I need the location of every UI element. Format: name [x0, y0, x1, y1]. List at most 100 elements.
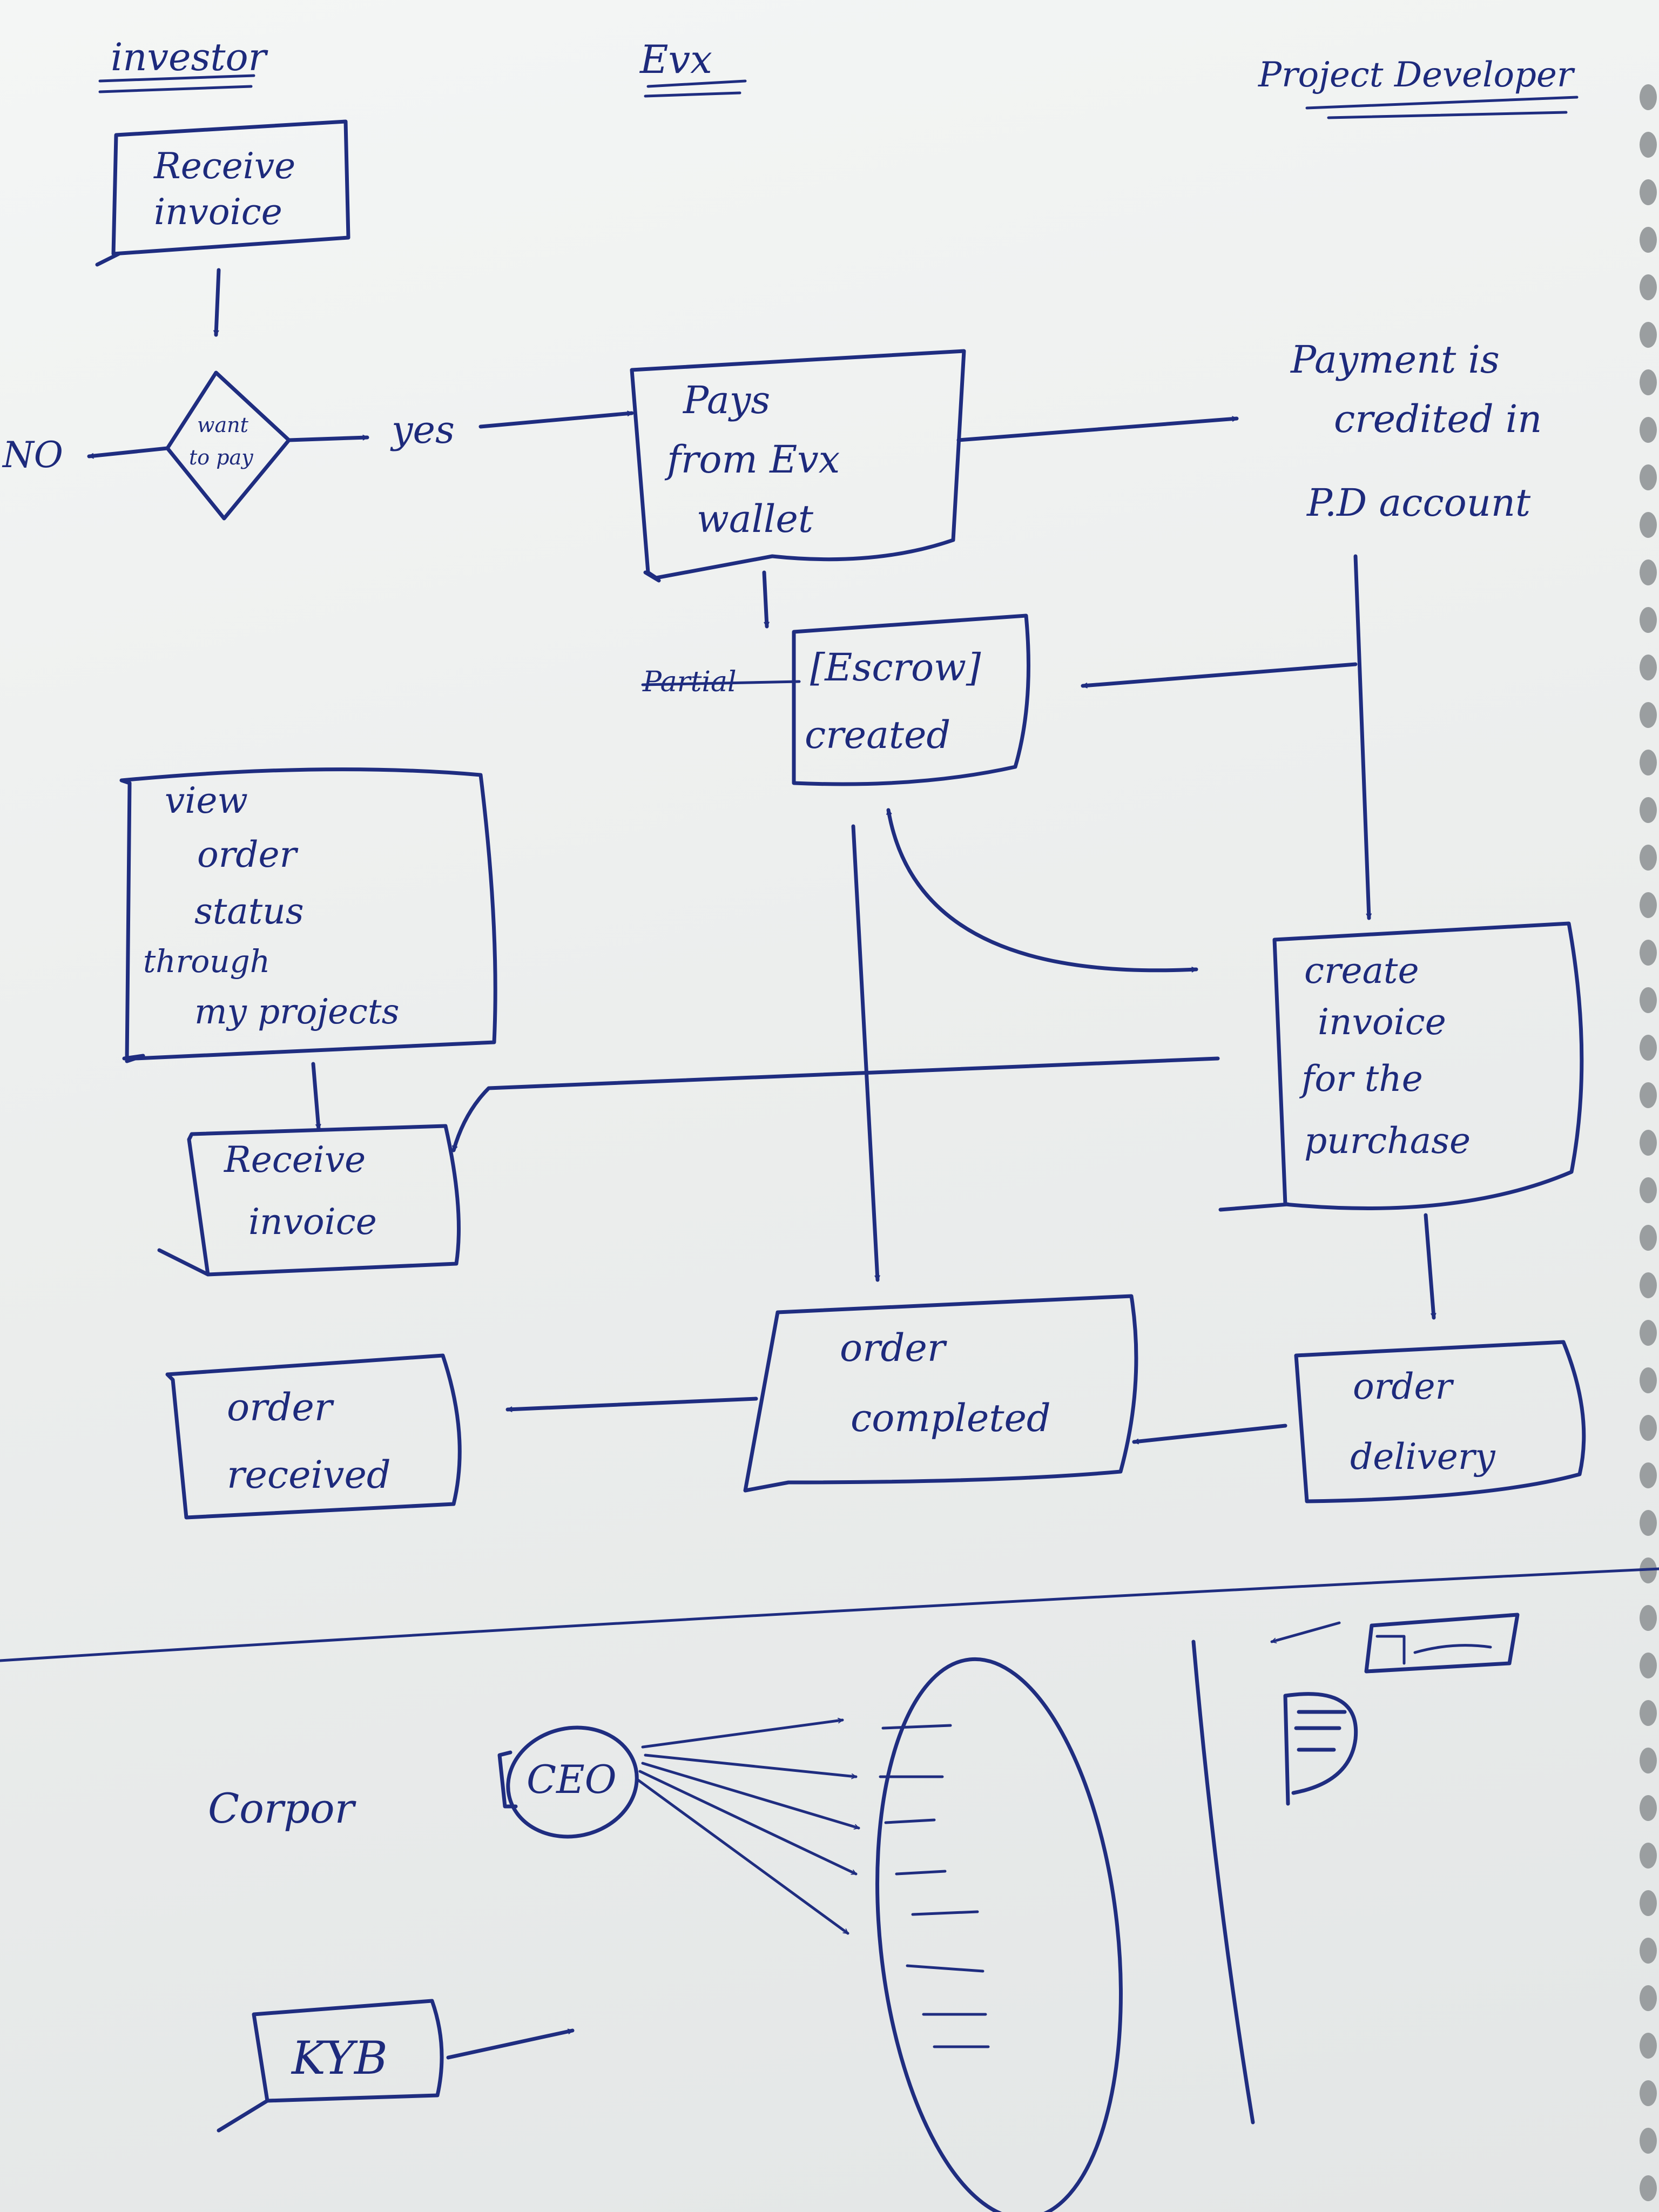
lane-project-developer: Project Developer: [1258, 55, 1579, 119]
ceo-node: CEO: [497, 1725, 639, 1839]
payment-credited-note: Payment is credited in P.D account: [1290, 338, 1542, 525]
arrow-escrow-to-completed: [851, 824, 878, 1282]
create-line1: create: [1304, 950, 1419, 992]
order-received-box: order received: [165, 1353, 462, 1520]
escrow-line2: created: [805, 713, 950, 757]
arrow-delivery-to-completed: [1132, 1424, 1287, 1442]
arrow-kyb-right: [446, 2028, 575, 2060]
spiral-hole: [1640, 1415, 1657, 1441]
spiral-hole: [1640, 322, 1657, 348]
spiral-hole: [1640, 1795, 1657, 1821]
spiral-hole: [1640, 179, 1657, 205]
lane-label-evx: Evx: [639, 37, 712, 82]
delivery-line2: delivery: [1350, 1436, 1495, 1478]
spiral-hole: [1640, 369, 1657, 395]
arrow-to-no: [87, 446, 170, 456]
label-no: NO: [2, 434, 63, 476]
receive-invoice-mid-box: Receive invoice: [157, 1124, 461, 1277]
spiral-hole: [1640, 1985, 1657, 2011]
spiral-hole: [1640, 464, 1657, 490]
spiral-hole: [1640, 845, 1657, 871]
decision-line2: to pay: [189, 446, 253, 469]
pays-line1: Pays: [682, 378, 770, 422]
delivery-line1: order: [1353, 1366, 1454, 1407]
spiral-hole: [1640, 940, 1657, 966]
arrow-credited-to-escrow: [1081, 662, 1358, 686]
escrow-line1: [Escrow]: [810, 645, 981, 690]
pays-line2: from Evx: [664, 437, 840, 482]
spiral-hole: [1640, 274, 1657, 300]
spiral-hole: [1640, 655, 1657, 680]
arrow-invoice-to-decision: [216, 268, 221, 337]
spiral-hole: [1640, 1177, 1657, 1203]
spiral-hole: [1640, 750, 1657, 775]
spiral-hole: [1640, 1938, 1657, 1964]
arrow-curve-escrow-invoice: [888, 808, 1198, 970]
completed-line1: order: [840, 1326, 947, 1370]
order-delivery-box: order delivery: [1294, 1340, 1586, 1503]
small-card-sketch: [1270, 1613, 1520, 1674]
receive-mid-line2: invoice: [248, 1201, 377, 1243]
kyb-label: KYB: [291, 2032, 388, 2085]
entities-ellipse: [875, 1657, 1123, 2212]
lower-sketch: Corpor CEO KYB: [208, 1613, 1520, 2212]
spiral-hole: [1640, 1462, 1657, 1488]
receive-invoice-top-line2: invoice: [154, 191, 282, 233]
lane-label-project-developer: Project Developer: [1258, 55, 1575, 95]
spiral-hole: [1640, 1843, 1657, 1869]
spiral-hole: [1640, 1367, 1657, 1393]
create-line4: purchase: [1304, 1120, 1471, 1162]
escrow-created-box: Partial [Escrow] created: [641, 613, 1030, 786]
spiral-hole: [1640, 702, 1657, 728]
arrow-create-to-receive: [451, 1056, 1220, 1152]
arrow-create-to-delivery: [1424, 1213, 1434, 1320]
spiral-hole: [1640, 1653, 1657, 1678]
spiral-hole: [1640, 2175, 1657, 2201]
section-divider: [0, 1567, 1659, 1662]
vertical-divider: [1191, 1640, 1255, 2125]
label-yes: yes: [390, 408, 455, 452]
spiral-hole: [1640, 1082, 1657, 1108]
spiral-hole: [1640, 1510, 1657, 1536]
spiral-hole: [1640, 132, 1657, 158]
lane-investor: investor: [98, 35, 268, 93]
arrow-pays-to-escrow: [762, 570, 767, 629]
spiral-hole: [1640, 1890, 1657, 1916]
spiral-hole: [1640, 2080, 1657, 2106]
receive-mid-line1: Receive: [224, 1139, 366, 1181]
view-line2: order: [197, 834, 299, 875]
receive-invoice-top-line1: Receive: [153, 145, 295, 187]
completed-line2: completed: [851, 1396, 1051, 1440]
spiral-hole: [1640, 559, 1657, 585]
decision-line1: want: [197, 413, 249, 437]
credited-line3: P.D account: [1306, 481, 1531, 525]
view-line3: status: [194, 891, 304, 932]
ceo-fanout-arrows: [636, 1720, 860, 1935]
credited-line2: credited in: [1334, 397, 1542, 441]
spiral-hole: [1640, 1748, 1657, 1773]
receive-invoice-top-box: Receive invoice: [95, 119, 350, 267]
spiral-hole: [1640, 797, 1657, 823]
pays-from-wallet-box: Pays from Evx wallet: [630, 349, 966, 583]
spiral-hole: [1640, 1605, 1657, 1631]
order-completed-box: order completed: [743, 1294, 1138, 1493]
arrow-to-yes: [287, 437, 369, 442]
view-line4: through: [143, 943, 270, 980]
spiral-hole: [1640, 2033, 1657, 2059]
create-line3: for the: [1299, 1058, 1423, 1100]
spiral-hole: [1640, 512, 1657, 538]
create-line2: invoice: [1318, 1001, 1446, 1043]
received-line2: received: [227, 1453, 391, 1497]
want-to-pay-decision: want to pay: [165, 370, 291, 521]
spiral-binding: [1640, 84, 1657, 2201]
line-credited-down: [1353, 554, 1369, 920]
spiral-hole: [1640, 1225, 1657, 1251]
create-invoice-box: create invoice for the purchase: [1218, 921, 1584, 1212]
view-line1: view: [165, 780, 248, 821]
ceo-label: CEO: [527, 1757, 617, 1802]
view-line5: my projects: [194, 992, 399, 1032]
view-order-status-box: view order status through my projects: [119, 767, 497, 1063]
spiral-hole: [1640, 84, 1657, 110]
